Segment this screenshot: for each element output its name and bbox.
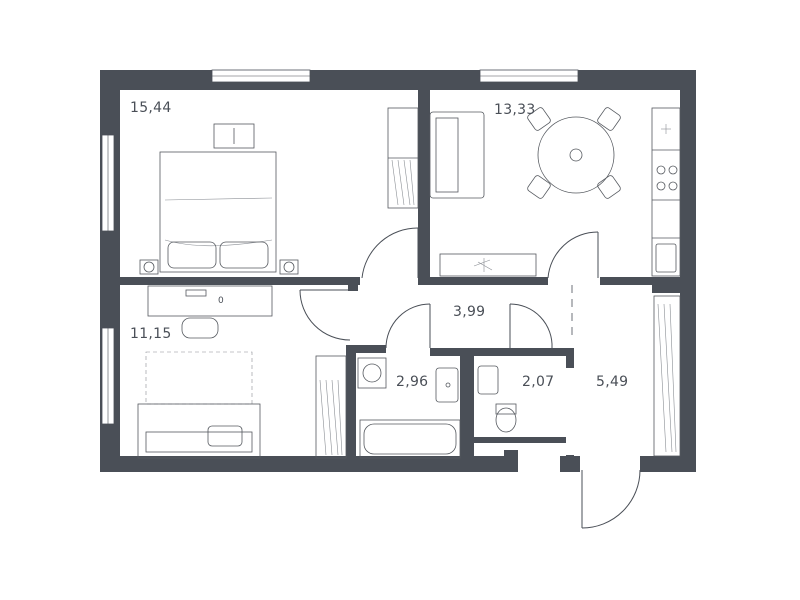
washing-machine (357, 357, 387, 389)
bedroom-nightstands (139, 259, 299, 275)
area-label-kitchen-living: 13,33 (494, 102, 536, 118)
toilet-sink (477, 365, 499, 395)
kitchen-unit (651, 107, 681, 277)
area-label-toilet: 2,07 (522, 374, 555, 390)
area-label-second-room: 11,15 (130, 326, 172, 342)
bathroom-sink (435, 367, 459, 403)
bed-double (159, 123, 277, 273)
hall-wardrobe (653, 295, 681, 457)
windows (101, 69, 579, 425)
desk (147, 285, 273, 339)
desk-label: 0 (218, 296, 225, 306)
dining-table (527, 107, 621, 199)
armchair (429, 111, 485, 199)
doors (299, 227, 641, 529)
area-label-bathroom: 2,96 (396, 374, 429, 390)
area-label-bedroom: 15,44 (130, 100, 172, 116)
area-label-entrance-hall: 5,49 (596, 374, 629, 390)
sofa-bed (137, 351, 261, 459)
bedroom-wardrobe (387, 107, 419, 209)
area-label-hall: 3,99 (453, 304, 486, 320)
interior-walls (120, 90, 680, 472)
outer-walls (100, 70, 696, 472)
tv-stand (439, 253, 537, 277)
second-room-wardrobe (315, 355, 347, 459)
bathtub (359, 419, 461, 459)
toilet-bowl (495, 403, 517, 433)
